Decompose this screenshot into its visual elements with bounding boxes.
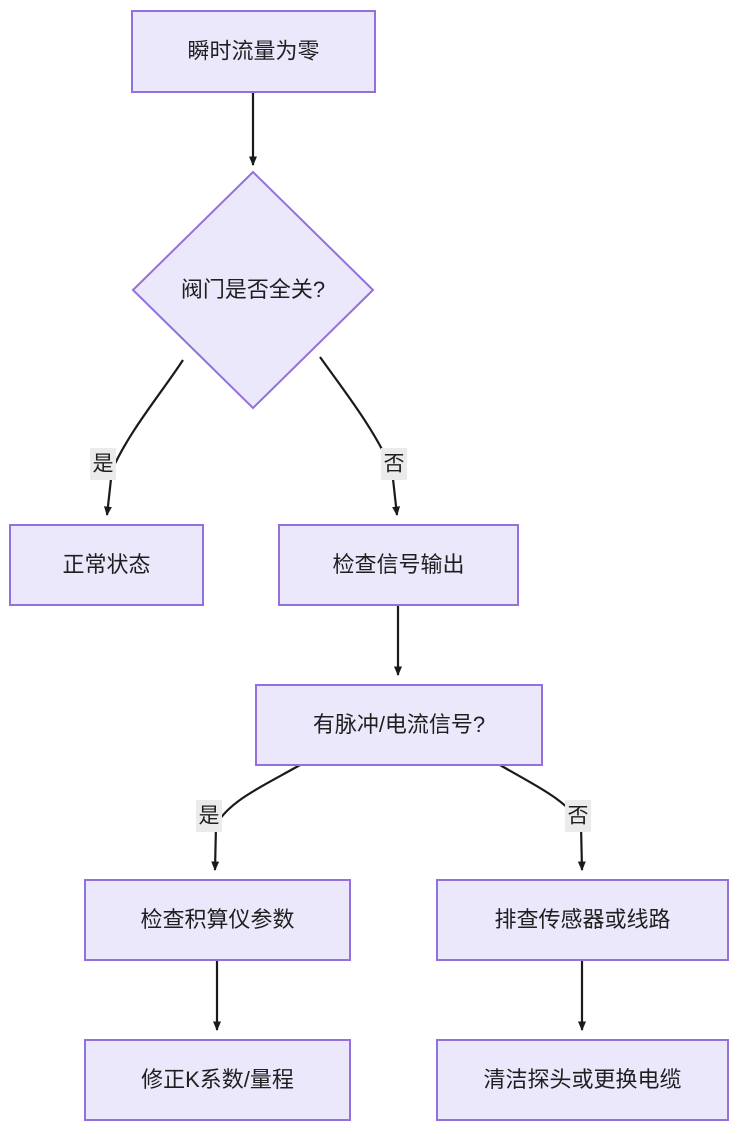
flow-node-inspect_sensor[interactable]: 排查传感器或线路 [436,879,729,961]
node-shape-rect [436,1039,729,1121]
node-shape-rect [9,524,204,606]
edge-label-e-pulse-totalizer: 是 [196,800,222,832]
node-label: 检查积算仪参数 [140,907,294,932]
flow-node-fix_k_factor[interactable]: 修正K系数/量程 [84,1039,351,1121]
edge-label-e-valve-signal: 否 [381,448,407,480]
node-label: 阀门是否全关? [181,277,325,302]
node-label: 正常状态 [62,552,150,577]
edge-label-e-valve-normal: 是 [90,448,116,480]
flow-node-valve_check[interactable]: 阀门是否全关? [131,170,375,410]
node-shape-rect [131,10,376,93]
flow-edge [211,764,301,871]
flow-node-clean_probe[interactable]: 清洁探头或更换电缆 [436,1039,729,1121]
node-label: 检查信号输出 [332,552,464,577]
node-shape-rect [255,684,543,766]
node-label: 有脉冲/电流信号? [313,712,485,737]
node-shape-rect [436,879,729,961]
node-label: 瞬时流量为零 [187,38,319,63]
flow-node-check_signal[interactable]: 检查信号输出 [278,524,519,606]
edge-label-background [196,800,222,832]
node-label: 清洁探头或更换电缆 [483,1067,681,1092]
edge-label-text: 否 [568,805,589,828]
edge-label-background [565,800,591,832]
flow-edge [319,356,401,516]
edge-labels-layer: 是否是否 [90,448,591,832]
edge-label-background [90,448,116,480]
edge-label-e-pulse-sensor: 否 [565,800,591,832]
flow-edge [103,359,184,516]
node-shape-diamond [131,170,375,410]
edge-label-text: 是 [93,453,114,476]
node-shape-rect [278,524,519,606]
flow-node-check_totalizer[interactable]: 检查积算仪参数 [84,879,351,961]
flow-node-normal_state[interactable]: 正常状态 [9,524,204,606]
node-label: 排查传感器或线路 [494,907,670,932]
edge-label-background [381,448,407,480]
edge-label-text: 否 [384,453,405,476]
flow-node-start[interactable]: 瞬时流量为零 [131,10,376,93]
node-shape-rect [84,1039,351,1121]
flow-node-pulse_current[interactable]: 有脉冲/电流信号? [255,684,543,766]
edge-label-text: 是 [199,805,220,828]
node-shape-rect [84,879,351,961]
node-label: 修正K系数/量程 [141,1067,294,1092]
